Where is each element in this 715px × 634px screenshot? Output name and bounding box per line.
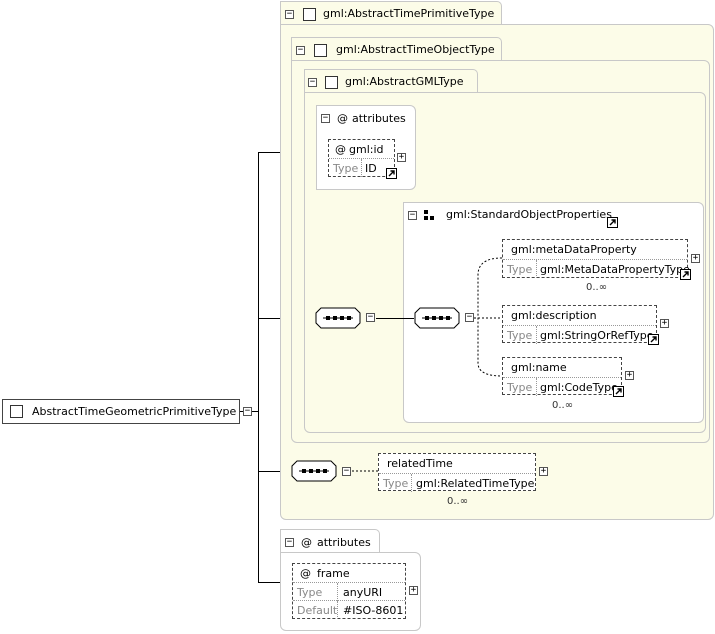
element-description[interactable]: gml:description Type gml:StringOrRefType [502,305,657,344]
attribute-name: frame [317,567,350,580]
main-trunk [258,152,259,582]
sequence-compositor-icon [291,460,337,482]
default-value: #ISO-8601 [343,604,404,617]
default-key: Default [297,604,338,617]
type-key: Type [297,586,323,599]
cardinality: 0..∞ [447,496,469,507]
collapse-toggle[interactable]: − [408,210,417,220]
complex-type-icon [303,8,316,21]
tab-abstract-time-object-type: − gml:AbstractTimeObjectType [291,37,502,61]
type-key: Type [507,381,533,394]
attribute-name: gml:id [349,143,384,156]
collapse-toggle[interactable]: − [308,77,317,87]
at-icon: @ [300,567,311,580]
tab-attributes: − @ attributes [280,529,380,553]
element-name: relatedTime [387,457,453,470]
type-value: gml:CodeType [540,381,618,394]
type-key: Type [333,162,359,175]
attributes-title: attributes [352,112,406,125]
attributes-title: attributes [317,536,371,549]
type-label: gml:AbstractTimeObjectType [336,43,495,56]
trunk-to-root [252,411,259,412]
trunk-to-related-seq [258,471,292,472]
tab-abstract-time-primitive-type: − gml:AbstractTimePrimitiveType [280,1,502,25]
sequence-compositor-icon [315,307,361,329]
type-key: Type [383,477,409,490]
element-name: gml:name [511,361,567,374]
expand-toggle[interactable]: + [660,318,669,328]
collapse-toggle[interactable]: − [285,537,294,547]
type-link-icon[interactable] [613,386,624,397]
complex-type-icon [314,44,327,57]
type-link-icon[interactable] [386,168,397,179]
collapse-toggle[interactable]: − [366,312,375,322]
collapse-toggle[interactable]: − [296,45,305,55]
expand-toggle[interactable]: + [539,466,548,476]
collapse-toggle[interactable]: − [285,9,294,19]
type-value: gml:MetaDataPropertyType [540,263,690,276]
type-key: Type [507,263,533,276]
group-title: gml:StandardObjectProperties [446,208,612,221]
collapse-toggle[interactable]: − [321,113,330,123]
expand-toggle[interactable]: + [625,370,634,380]
cardinality: 0..∞ [586,282,608,293]
type-value: ID [365,162,377,175]
type-link-icon[interactable] [680,269,691,280]
type-value: gml:RelatedTimeType [416,477,535,490]
type-value: gml:StringOrRefType [540,329,654,342]
type-label: gml:AbstractGMLType [345,75,464,88]
expand-toggle[interactable]: + [691,253,700,263]
cardinality: 0..∞ [552,400,574,411]
element-name: gml:description [511,309,597,322]
connector [352,470,380,472]
element-related-time[interactable]: relatedTime Type gml:RelatedTimeType [378,453,536,492]
collapse-toggle[interactable]: − [465,312,474,322]
expand-toggle[interactable]: + [409,585,418,595]
collapse-toggle[interactable]: − [243,406,252,416]
root-complex-type[interactable]: AbstractTimeGeometricPrimitiveType [2,399,240,424]
complex-type-icon [325,76,338,89]
type-key: Type [507,329,533,342]
group-icon [424,210,438,222]
type-value: anyURI [343,586,383,599]
attribute-gml-id[interactable]: @ gml:id Type ID [328,139,395,177]
type-link-icon[interactable] [648,334,659,345]
at-icon: @ [301,536,312,549]
tab-abstract-gml-type: − gml:AbstractGMLType [304,69,478,93]
trunk-to-frame [258,582,292,583]
sequence-compositor-icon [414,307,460,329]
attribute-frame[interactable]: @ frame Type anyURI Default #ISO-8601 [292,563,406,619]
branch-connector [474,257,503,377]
element-name: gml:metaDataProperty [511,243,637,256]
connector [376,318,414,319]
root-type-name: AbstractTimeGeometricPrimitiveType [32,405,237,418]
element-gml-name[interactable]: gml:name Type gml:CodeType [502,357,622,396]
at-icon: @ [335,143,346,156]
complex-type-icon [10,405,23,418]
element-metadata-property[interactable]: gml:metaDataProperty Type gml:MetaDataPr… [502,239,690,278]
type-label: gml:AbstractTimePrimitiveType [323,7,495,20]
at-icon: @ [337,112,348,125]
expand-toggle[interactable]: + [397,152,406,162]
group-link-icon[interactable] [607,217,618,228]
collapse-toggle[interactable]: − [342,466,351,476]
